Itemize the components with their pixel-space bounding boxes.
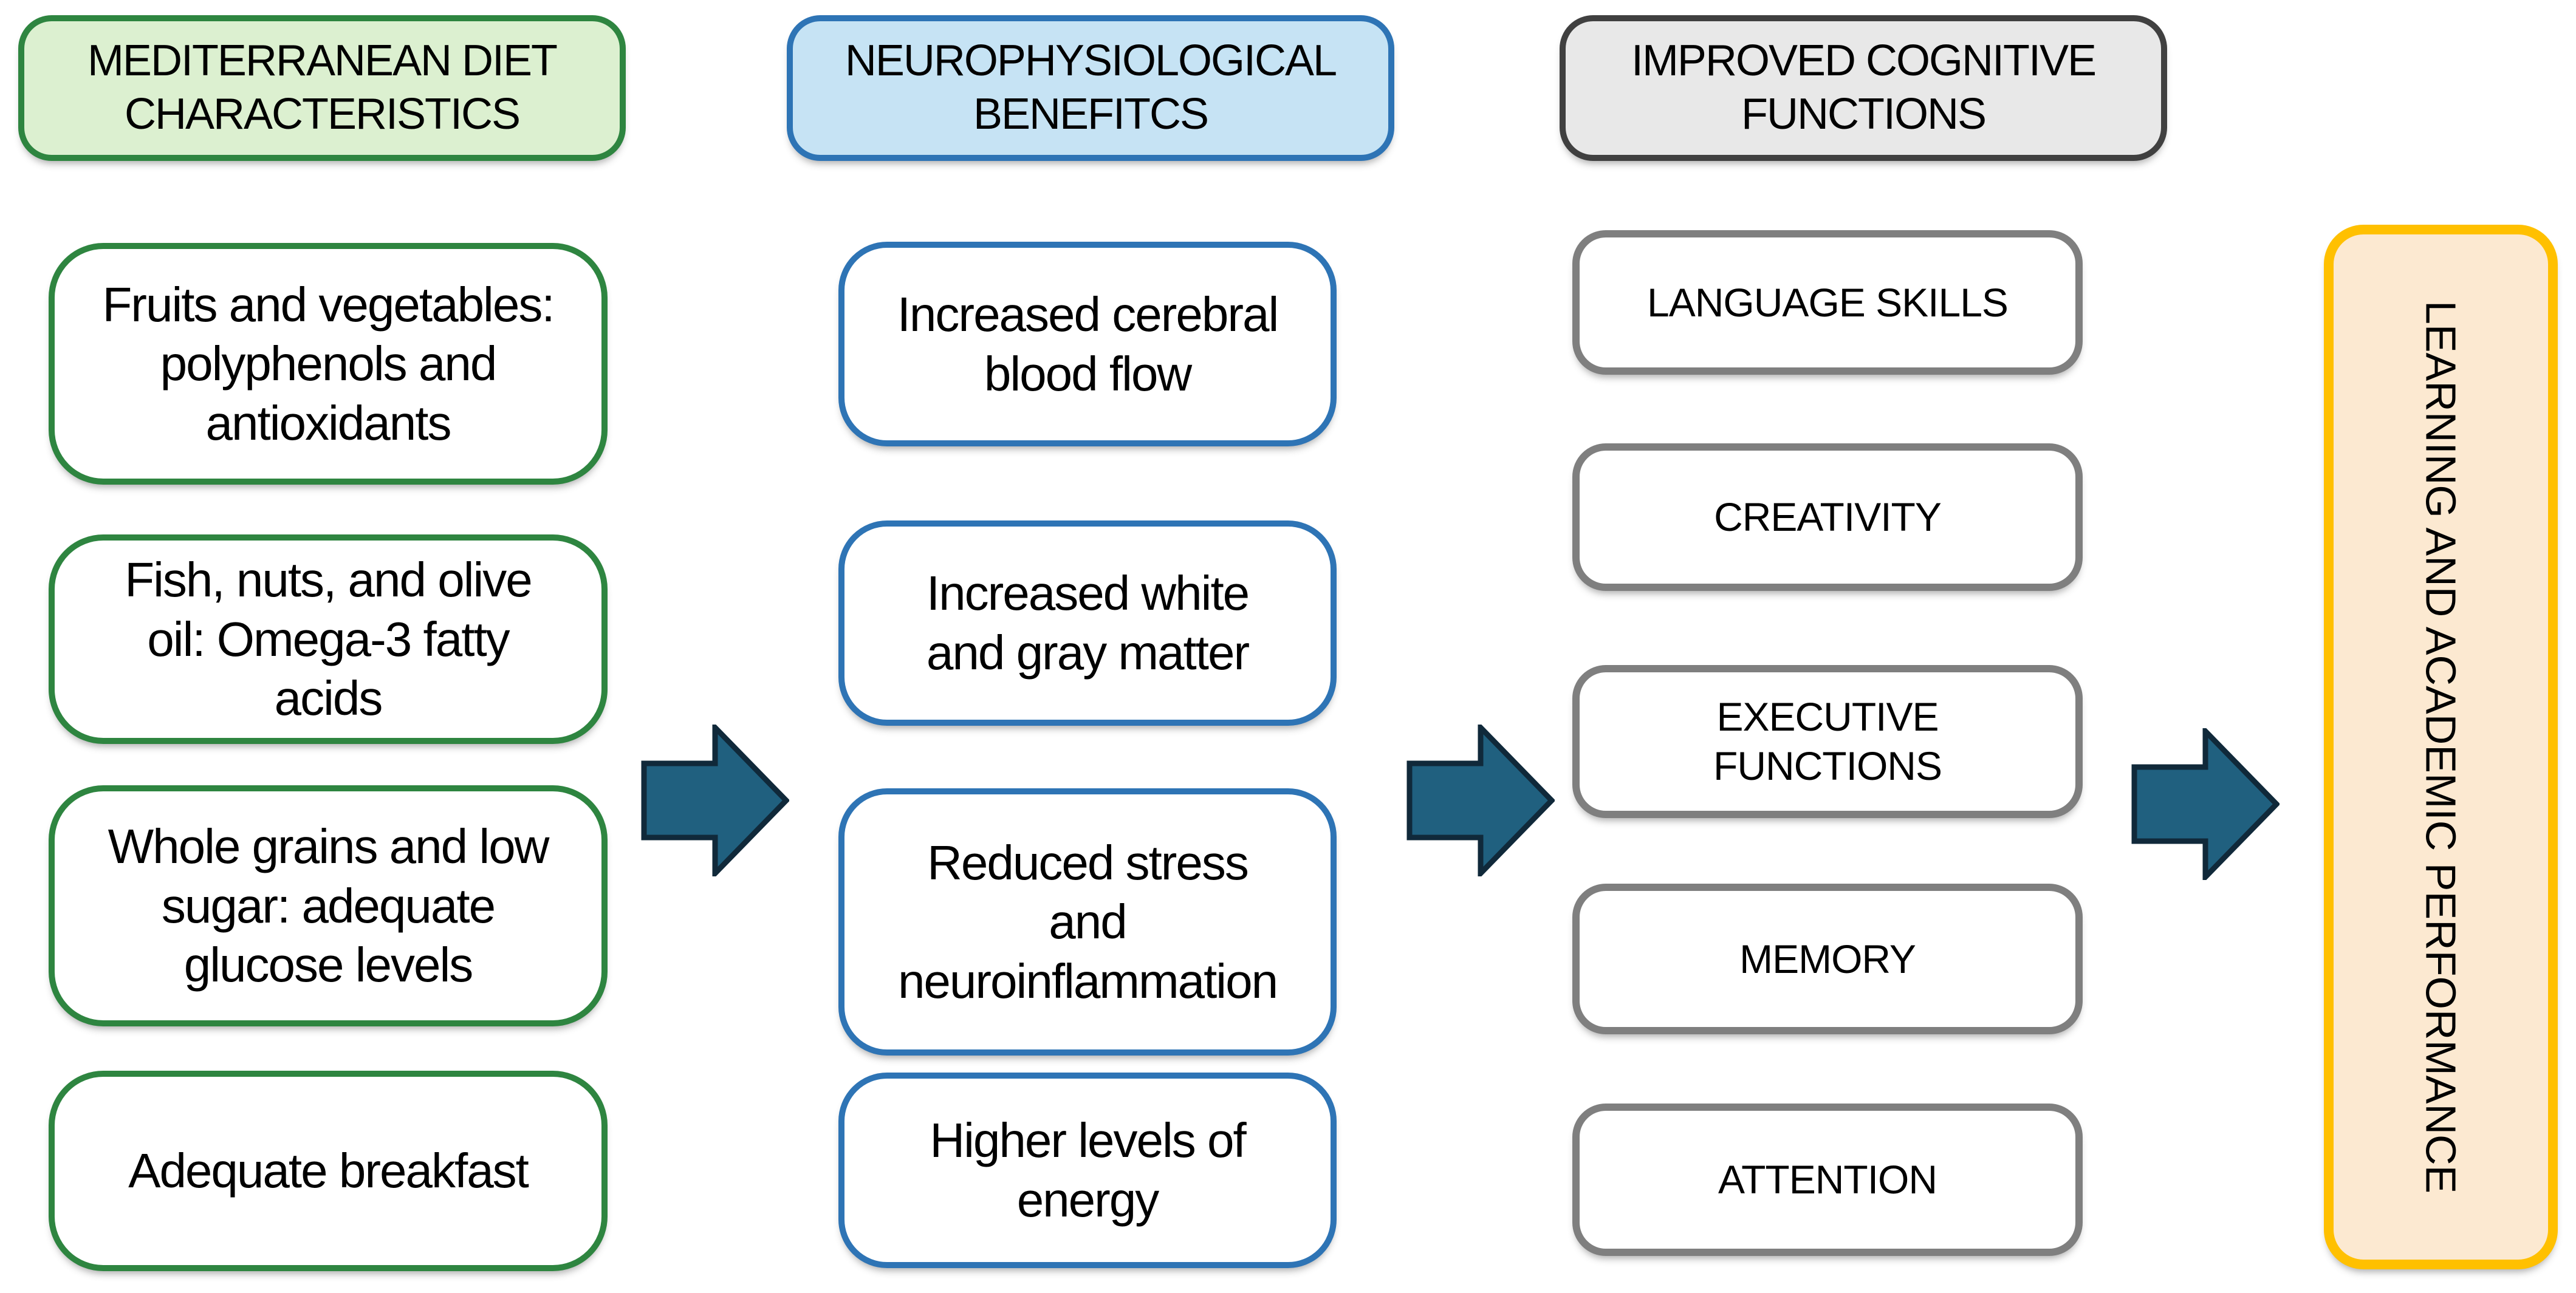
node-label: Higher levels of energy <box>930 1113 1246 1227</box>
node-label: Fish, nuts, and olive oil: Omega-3 fatty… <box>125 553 532 726</box>
node-executive-functions: EXECUTIVE FUNCTIONS <box>1572 665 2083 818</box>
node-fish-nuts-olive-oil: Fish, nuts, and olive oil: Omega-3 fatty… <box>49 534 608 744</box>
node-label: ATTENTION <box>1718 1157 1937 1203</box>
header-mediterranean-diet-characteristics: MEDITERRANEAN DIET CHARACTERISTICS <box>18 15 626 161</box>
node-increased-white-gray-matter: Increased white and gray matter <box>838 520 1337 726</box>
node-label: MEMORY <box>1739 936 1916 981</box>
right-arrow-icon <box>2131 728 2280 880</box>
node-creativity: CREATIVITY <box>1572 443 2083 591</box>
node-reduced-stress-neuroinflammation: Reduced stress and neuroinflammation <box>838 788 1337 1056</box>
node-label: Increased cerebral blood flow <box>897 287 1279 401</box>
header-label: MEDITERRANEAN DIET CHARACTERISTICS <box>87 36 558 138</box>
node-fruits-and-vegetables: Fruits and vegetables: polyphenols and a… <box>49 243 608 485</box>
node-label: Fruits and vegetables: polyphenols and a… <box>102 277 555 450</box>
node-label: EXECUTIVE FUNCTIONS <box>1713 694 1942 788</box>
header-label: IMPROVED COGNITIVE FUNCTIONS <box>1631 36 2097 138</box>
node-label: Increased white and gray matter <box>926 566 1250 680</box>
node-adequate-breakfast: Adequate breakfast <box>49 1071 608 1271</box>
node-language-skills: LANGUAGE SKILLS <box>1572 230 2083 375</box>
node-increased-cerebral-blood-flow: Increased cerebral blood flow <box>838 242 1337 446</box>
node-label: Reduced stress and neuroinflammation <box>897 835 1278 1008</box>
header-label: NEUROPHYSIOLOGICAL BENEFITCS <box>844 36 1337 138</box>
right-arrow-icon <box>1406 725 1555 876</box>
node-label: Whole grains and low sugar: adequate glu… <box>108 819 550 992</box>
node-attention: ATTENTION <box>1572 1104 2083 1256</box>
right-arrow-icon <box>641 725 789 876</box>
node-label: Adequate breakfast <box>128 1144 529 1198</box>
outcome-label: LEARNING AND ACADEMIC PERFORMANCE <box>2417 300 2465 1194</box>
node-memory: MEMORY <box>1572 884 2083 1034</box>
node-label: LANGUAGE SKILLS <box>1647 279 2009 325</box>
node-learning-academic-performance: LEARNING AND ACADEMIC PERFORMANCE <box>2324 225 2558 1269</box>
node-whole-grains-low-sugar: Whole grains and low sugar: adequate glu… <box>49 785 608 1026</box>
header-neurophysiological-benefits: NEUROPHYSIOLOGICAL BENEFITCS <box>787 15 1394 161</box>
header-improved-cognitive-functions: IMPROVED COGNITIVE FUNCTIONS <box>1560 15 2167 161</box>
node-higher-levels-of-energy: Higher levels of energy <box>838 1073 1337 1268</box>
node-label: CREATIVITY <box>1714 494 1942 540</box>
